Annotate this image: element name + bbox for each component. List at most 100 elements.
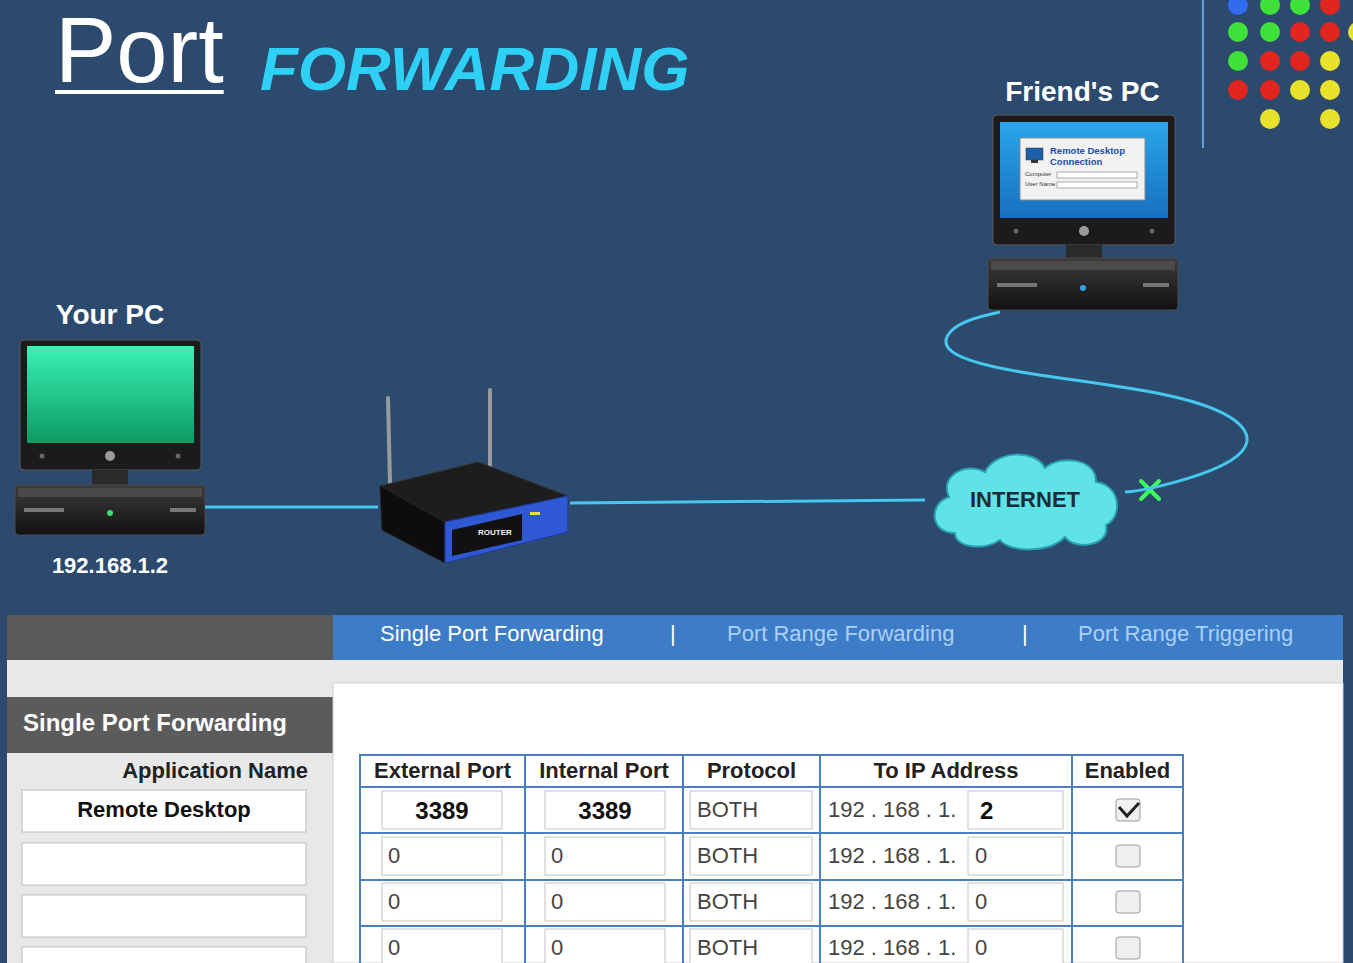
base-top: [991, 261, 1175, 270]
column-heading: Internal Port: [525, 758, 683, 784]
text-input: [545, 929, 665, 963]
internet-cloud: INTERNET: [925, 447, 1125, 552]
port-value: 0: [388, 889, 400, 915]
text-input: [968, 791, 1063, 829]
port-value: 0: [551, 889, 563, 915]
port-value: 0: [388, 843, 400, 869]
dialog-window: [1020, 138, 1145, 200]
dialog-icon: [1026, 148, 1043, 160]
circle-part: [1290, 51, 1310, 71]
table-border: [360, 755, 1183, 963]
panel-ground: [7, 660, 1343, 963]
tab-separator: |: [670, 621, 676, 647]
drive-slot: [1143, 283, 1169, 287]
circle-part: [1260, 51, 1280, 71]
circle-part: [1320, 51, 1340, 71]
field-label: User Name: [1025, 181, 1055, 188]
circle-part: [1260, 0, 1280, 15]
tab-bar-left: [7, 615, 334, 661]
text-input: [22, 790, 306, 832]
computer-name: Your PC: [56, 298, 164, 332]
tab-label: Port Range Triggering: [1078, 621, 1293, 647]
table-rule: [360, 879, 1183, 881]
field-label: Computer: [1025, 171, 1051, 178]
antenna: [388, 398, 390, 484]
text-input: [22, 843, 306, 885]
router-node: ROUTER: [378, 385, 570, 565]
port-value: 0: [551, 935, 563, 961]
column-heading: To IP Address: [820, 758, 1072, 784]
checkmark: [1119, 803, 1139, 816]
antenna: [488, 390, 492, 470]
router-settings-panel: [7, 615, 1343, 963]
protocol-value: BOTH: [697, 889, 758, 915]
checkbox: [1116, 891, 1140, 913]
circle-part: [1290, 0, 1310, 15]
ip-prefix: 192 . 168 . 1.: [828, 889, 956, 915]
circle-part: [1260, 80, 1280, 100]
monitor-frame: [993, 115, 1175, 245]
circle-part: [1260, 109, 1280, 129]
port-value: 3389: [382, 797, 502, 825]
circle-part: [1348, 22, 1353, 42]
protocol-value: BOTH: [697, 843, 758, 869]
power-button: [105, 451, 115, 461]
circle-part: [1320, 22, 1340, 42]
checkbox: [1116, 937, 1140, 959]
power-led: [1080, 285, 1086, 291]
column-heading: Enabled: [1072, 758, 1183, 784]
circle-part: [1320, 109, 1340, 129]
text-input: [382, 883, 502, 921]
page-title: Port: [55, 4, 224, 96]
port-value: 3389: [545, 797, 665, 825]
monitor-frame: [20, 340, 201, 470]
text-input: [382, 791, 502, 829]
circle-part: [1228, 51, 1248, 71]
drive-slot: [170, 508, 196, 512]
dot-grid: [1228, 0, 1353, 129]
text-input: [382, 837, 502, 875]
monitor-button: [40, 454, 45, 459]
application-name: Remote Desktop: [22, 797, 306, 823]
dialog-title: Remote Desktop Connection: [1050, 145, 1140, 167]
ip-octet: 2: [980, 797, 993, 825]
router-side: [380, 486, 445, 563]
text-input: [968, 929, 1063, 963]
monitor-button: [1150, 229, 1155, 234]
ip-prefix: 192 . 168 . 1.: [828, 797, 956, 823]
input-field: [1057, 182, 1137, 188]
monitor-screen: [1000, 122, 1168, 218]
select-input: [690, 837, 812, 875]
subtitle: FORWARDING: [260, 36, 689, 102]
cloud-label: INTERNET: [970, 486, 1080, 514]
monitor-stand: [1066, 245, 1102, 259]
circle-part: [1260, 22, 1280, 42]
friend-pc-illustration: [988, 115, 1178, 310]
cloud-outline: [935, 455, 1117, 550]
port-value: 0: [388, 935, 400, 961]
monitor-button: [176, 454, 181, 459]
divider-line: [1202, 0, 1204, 148]
ip-octet: 0: [975, 935, 987, 961]
column-heading: Protocol: [683, 758, 820, 784]
table-rule: [360, 832, 1183, 834]
computer-name: Friend's PC: [1005, 75, 1159, 109]
protocol-value: BOTH: [697, 935, 758, 961]
router-illustration: [380, 390, 568, 563]
ip-prefix: 192 . 168 . 1.: [828, 843, 956, 869]
input-field: [1057, 172, 1137, 178]
circle-part: [1290, 22, 1310, 42]
computer-base: [15, 485, 205, 535]
checkbox: [1116, 799, 1140, 821]
tab-bar: [333, 615, 1343, 661]
ip-prefix: 192 . 168 . 1.: [828, 935, 956, 961]
tab-label: Single Port Forwarding: [380, 621, 604, 647]
table-rule: [360, 786, 1183, 788]
computer-base: [988, 258, 1178, 310]
protocol-value: BOTH: [697, 797, 758, 823]
circle-part: [1290, 80, 1310, 100]
ip-octet: 0: [975, 889, 987, 915]
circle-part: [1228, 0, 1248, 15]
text-input: [382, 929, 502, 963]
